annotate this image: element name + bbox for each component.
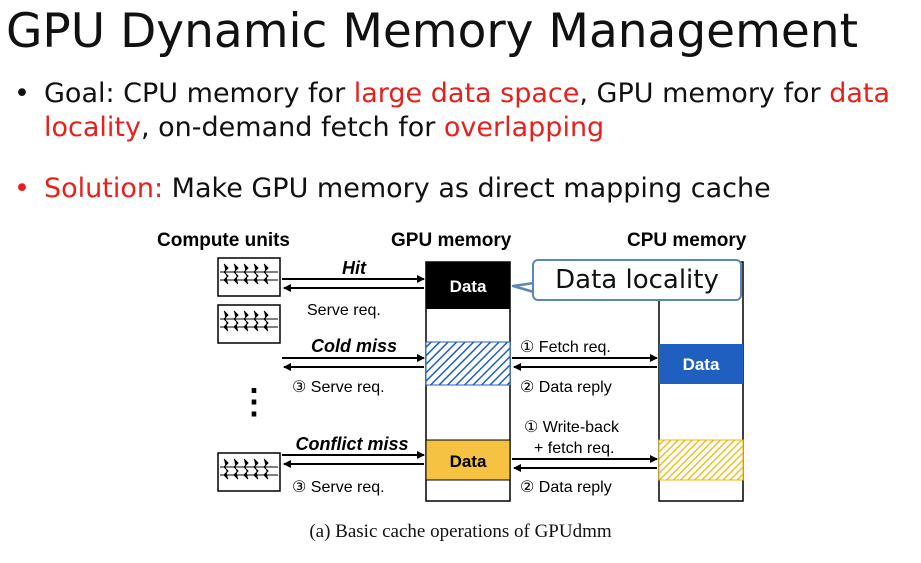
bullet-dot: • [14, 78, 30, 109]
goal-highlight-2: data locality [44, 78, 891, 143]
ellipsis: ⋮ [237, 383, 271, 421]
header-compute-units: Compute units [157, 230, 290, 251]
solution-text: Make GPU memory as direct mapping cache [163, 173, 771, 204]
cold-miss-label: Cold miss [311, 336, 397, 356]
cold-reply-label: ② Data reply [520, 379, 612, 396]
bullet-dot: • [14, 173, 30, 204]
conflict-serve-label: ③ Serve req. [292, 479, 385, 496]
conflict-fetch-label: + fetch req. [534, 440, 615, 457]
goal-highlight-1: large data space [353, 78, 580, 109]
data-locality-callout: Data locality [532, 259, 742, 301]
conflict-writeback-label: ① Write-back [524, 419, 620, 436]
conflict-miss-label: Conflict miss [295, 434, 408, 454]
cpu-data-label: Data [683, 355, 720, 374]
goal-text-3: , on-demand fetch for [140, 112, 444, 143]
compute-unit-icon [217, 452, 281, 492]
cold-fetch-label: ① Fetch req. [520, 339, 611, 356]
compute-unit-icon [217, 257, 281, 297]
hit-serve-label: Serve req. [307, 302, 381, 319]
figure-caption: (a) Basic cache operations of GPUdmm [309, 521, 612, 542]
goal-highlight-3: overlapping [443, 112, 605, 143]
conflict-reply-label: ② Data reply [520, 479, 612, 496]
callout-pointer [511, 281, 536, 294]
cpu-data-block [659, 344, 743, 384]
cold-serve-label: ③ Serve req. [292, 379, 385, 396]
hit-label: Hit [342, 258, 367, 278]
solution-label: Solution: [44, 173, 164, 204]
bullet-goal: • Goal: CPU memory for large data space,… [14, 77, 914, 145]
cpu-conflict-block [658, 439, 744, 481]
gpu-cold-miss-block [425, 341, 511, 386]
header-gpu-memory: GPU memory [391, 230, 512, 251]
gpu-hit-data-block [426, 262, 510, 309]
slide-title: GPU Dynamic Memory Management [6, 4, 859, 59]
compute-unit-icon [217, 304, 281, 344]
bullet-solution: • Solution: Make GPU memory as direct ma… [14, 172, 771, 206]
gpu-conflict-data-label: Data [450, 452, 487, 471]
gpu-hit-data-label: Data [450, 277, 487, 296]
header-cpu-memory: CPU memory [627, 230, 747, 251]
gpu-conflict-data-block [425, 439, 511, 481]
goal-text-2: , GPU memory for [579, 78, 830, 109]
goal-text-1: Goal: CPU memory for [44, 78, 354, 109]
